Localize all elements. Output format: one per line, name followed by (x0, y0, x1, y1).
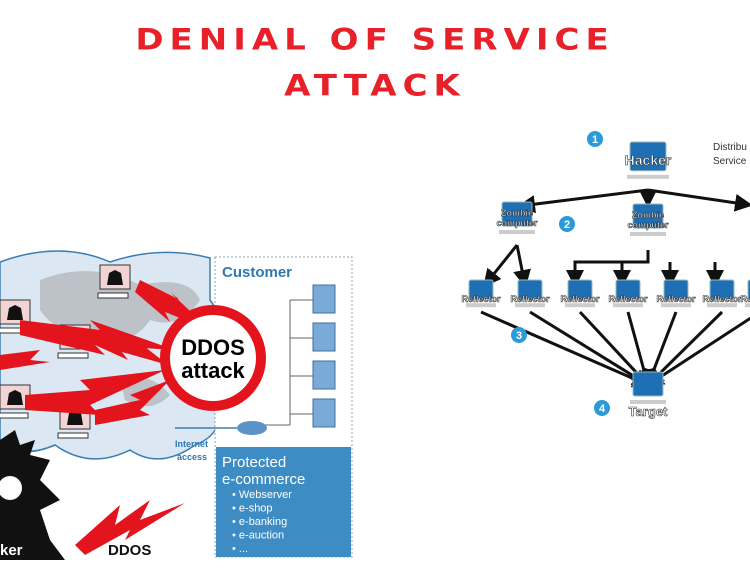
reflector-label: Reflector (740, 294, 750, 304)
zombie-pc-icon (630, 203, 666, 236)
reflector-label: Reflector (702, 294, 742, 304)
service-item: • e-shop (232, 503, 273, 515)
service-item: • Webserver (232, 489, 292, 501)
hacker-label: ker (0, 542, 23, 559)
step-badge (511, 327, 527, 343)
hacker-silhouette (0, 430, 65, 560)
service-item: • e-auction (232, 530, 284, 542)
reflector-pc-icon (707, 279, 737, 308)
zombie-label: computer (496, 218, 538, 228)
router-icon (237, 421, 267, 435)
caption-line-1: Distribu (713, 142, 747, 153)
reflector-label: Reflector (461, 294, 501, 304)
reflector-pc-icon (661, 279, 691, 308)
zombie-label: Zombie (501, 208, 533, 218)
step-badge (559, 216, 575, 232)
service-item: • ... (232, 543, 248, 555)
reflector-label: Reflector (510, 294, 550, 304)
sign-text-attack: attack (181, 358, 245, 383)
sign-text-ddos: DDOS (181, 335, 245, 360)
step-number: 1 (592, 134, 598, 146)
internet-access-label: Internet (175, 439, 208, 449)
reflector-pc-icon (466, 279, 496, 308)
zombie-label: Zombie (632, 210, 664, 220)
ecommerce-label: e-commerce (222, 471, 305, 488)
target-pc-icon (630, 371, 666, 404)
protected-ecommerce-box (216, 447, 351, 557)
target-label: Target (629, 404, 668, 419)
zombie-label: computer (627, 220, 669, 230)
reflector-label: Reflector (608, 294, 648, 304)
hacker-pc-icon (627, 141, 669, 179)
title-line-2: ATTACK (284, 69, 466, 103)
step-number: 4 (599, 403, 606, 415)
right-ddos-diagram: Distribu Service HackerZombiecomputerZom… (461, 131, 750, 419)
reflector-pc-icon (515, 279, 545, 308)
reflector-pc-icon (565, 279, 595, 308)
zombie-pc-icon (499, 201, 535, 234)
reflector-label: Reflector (560, 294, 600, 304)
protected-label: Protected (222, 454, 286, 471)
svg-text:access: access (177, 452, 207, 462)
ddos-label: DDOS (108, 542, 151, 559)
title-line-1: DENIAL OF SERVICE (135, 23, 615, 57)
ddos-attack-sign (160, 305, 266, 411)
hacker-node-label: Hacker (625, 152, 672, 168)
step-badge (587, 131, 603, 147)
infected-pc-icon (0, 299, 31, 334)
service-list: • Webserver • e-shop• e-banking • e-auctio… (232, 489, 292, 555)
reflector-label: Reflector (656, 294, 696, 304)
step-badge (594, 400, 610, 416)
step-number: 2 (564, 219, 570, 231)
infected-pc-icon (97, 264, 131, 299)
customer-label: Customer (222, 264, 292, 281)
reflector-pc-icon (613, 279, 643, 308)
server-rack (312, 284, 336, 428)
service-item: • e-banking (232, 516, 287, 528)
step-number: 3 (516, 330, 522, 342)
caption-line-2: Service (713, 156, 747, 167)
left-ddos-diagram: Customer Internet access Protected e-com… (0, 250, 353, 560)
